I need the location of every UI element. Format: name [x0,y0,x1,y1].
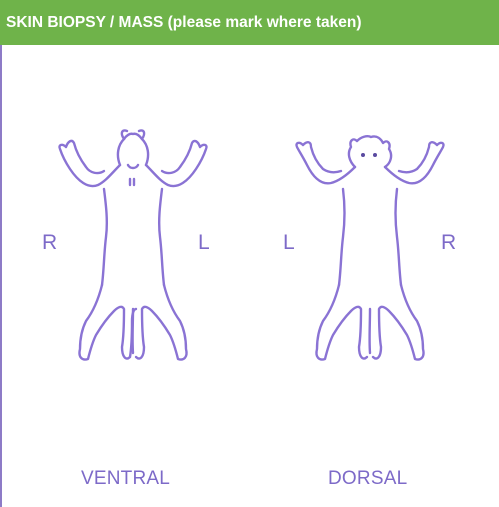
dorsal-left-leg [316,285,367,360]
dorsal-right-side-label: R [441,232,456,253]
dorsal-right-leg [373,285,424,360]
ventral-right-leg [136,285,187,360]
dorsal-torso-left [339,189,345,285]
dorsal-left-arm [296,142,355,183]
dorsal-torso-right [396,189,402,285]
ventral-muzzle [128,165,138,168]
ventral-body-diagram[interactable] [48,125,223,390]
dorsal-left-side-label: L [283,232,295,253]
dorsal-head-outline [349,136,391,167]
left-border-line [0,45,2,507]
ventral-right-side-label: R [42,232,57,253]
ventral-right-arm [146,141,207,186]
ventral-left-arm [59,141,120,186]
dorsal-left-eye [361,153,365,157]
dorsal-view-label: DORSAL [328,469,407,488]
section-title: SKIN BIOPSY / MASS (please mark where ta… [6,14,361,32]
ventral-left-leg [79,285,136,360]
ventral-view-label: VENTRAL [81,469,170,488]
dorsal-right-arm [385,142,444,183]
ventral-torso-right [159,189,164,285]
dorsal-right-eye [373,153,377,157]
section-header: SKIN BIOPSY / MASS (please mark where ta… [0,0,499,45]
dorsal-body-diagram[interactable] [283,125,458,390]
ventral-torso-left [102,189,107,285]
ventral-left-side-label: L [198,232,210,253]
